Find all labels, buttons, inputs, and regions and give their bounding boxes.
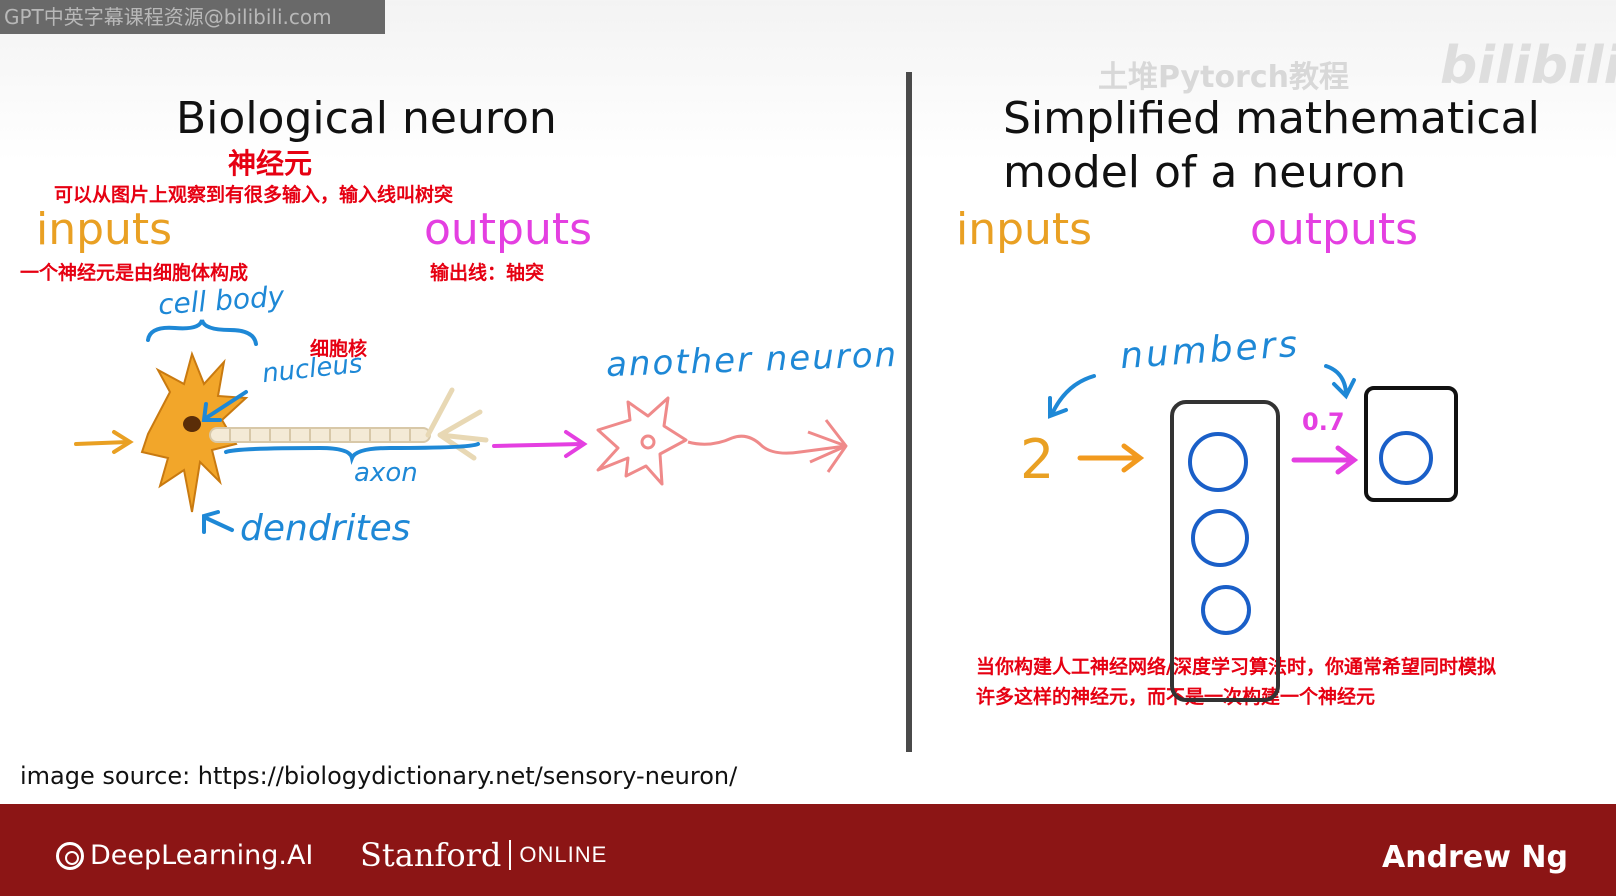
axon-brace — [226, 444, 478, 458]
image-source: image source: https://biologydictionary.… — [20, 762, 737, 790]
deeplearning-ai-icon — [56, 842, 84, 870]
stanford-text: Stanford — [360, 836, 501, 874]
hidden-unit-3 — [1203, 587, 1249, 633]
output-unit — [1381, 433, 1431, 483]
another-neuron-drawing — [598, 398, 846, 484]
hidden-layer-box — [1172, 402, 1278, 700]
stanford-online-logo: Stanford ONLINE — [360, 836, 607, 874]
logo-separator — [509, 840, 511, 870]
left-input-arrow — [76, 432, 130, 452]
right-output-arrow — [1294, 448, 1354, 472]
online-text: ONLINE — [519, 842, 607, 868]
presenter-name: Andrew Ng — [1382, 840, 1568, 875]
numbers-left-arrow — [1050, 376, 1094, 416]
cell-body-brace — [148, 320, 256, 344]
hidden-unit-2 — [1193, 511, 1247, 565]
numbers-right-arrow — [1326, 366, 1354, 396]
hidden-unit-1 — [1190, 434, 1246, 490]
dendrites-arrow — [204, 512, 232, 532]
deeplearning-ai-text: DeepLearning.AI — [90, 840, 313, 871]
left-output-arrow — [494, 432, 584, 456]
deeplearning-ai-logo: DeepLearning.AI — [56, 840, 313, 871]
right-input-arrow — [1080, 446, 1140, 470]
